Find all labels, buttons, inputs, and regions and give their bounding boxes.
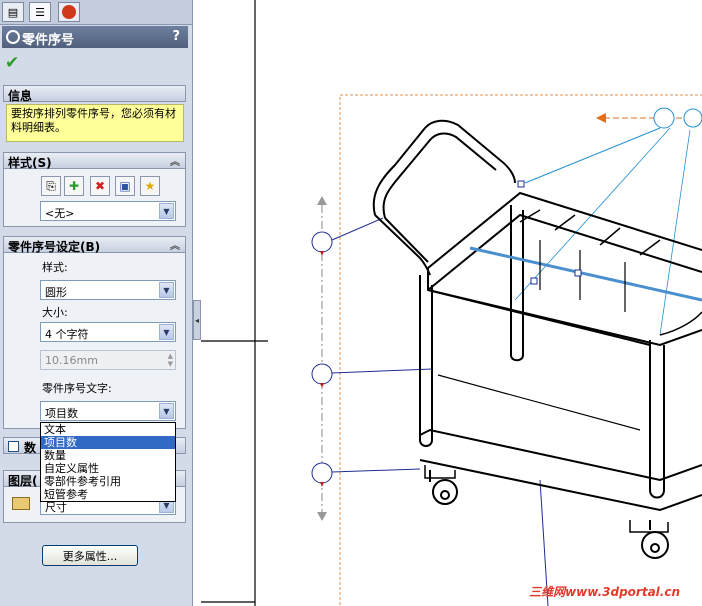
delete-style-icon[interactable]: ✖ — [90, 176, 110, 196]
cart-drawing — [372, 119, 702, 559]
balloon-top[interactable] — [514, 107, 702, 336]
style-select[interactable]: <无> ▼ — [40, 201, 176, 221]
quantity-checkbox[interactable] — [8, 441, 19, 452]
dropdown-option[interactable]: 短管参考 — [44, 488, 88, 501]
dropdown-option[interactable]: 自定义属性 — [44, 462, 99, 475]
appearance-icon — [62, 5, 76, 19]
collapse-chevron-icon[interactable]: ︽ — [170, 241, 180, 252]
dropdown-option[interactable]: 零部件参考引用 — [44, 475, 121, 488]
help-button[interactable]: ? — [172, 29, 180, 44]
spinner-arrows-icon: ▲▼ — [167, 352, 173, 368]
panel-splitter[interactable]: ◂ — [193, 300, 201, 340]
ok-button[interactable]: ✔ — [5, 53, 20, 73]
size-select[interactable]: 4 个字符 ▼ — [40, 322, 176, 342]
chevron-down-icon[interactable]: ▼ — [159, 282, 174, 298]
balloon-text-dropdown[interactable]: 文本 项目数 数量 自定义属性 零部件参考引用 短管参考 — [40, 422, 176, 502]
info-message: 要按序排列零件序号，您必须有材料明细表。 — [6, 104, 184, 142]
balloon-2[interactable] — [311, 363, 434, 388]
style-label: 样式: — [42, 261, 68, 274]
balloon-text-value: 项目数 — [45, 407, 78, 420]
balloon-text-label: 零件序号文字: — [42, 382, 112, 395]
panel-tabs: ▤ ☰ — [0, 0, 192, 25]
tree-icon: ▤ — [7, 5, 19, 19]
balloon-text-select[interactable]: 项目数 ▼ — [40, 401, 176, 421]
tab-appearance[interactable] — [58, 2, 80, 22]
style-select-value: <无> — [45, 207, 75, 220]
info-section-header[interactable]: 信息 — [3, 85, 186, 103]
add-style-icon[interactable]: ✚ — [64, 176, 84, 196]
dropdown-option-selected[interactable]: 项目数 — [41, 436, 175, 449]
dimension-value: 10.16mm — [45, 354, 98, 367]
quantity-section-title: 数 — [24, 441, 37, 455]
balloon-icon — [6, 30, 20, 44]
property-icon: ☰ — [35, 5, 45, 19]
size-select-value: 4 个字符 — [45, 328, 89, 341]
layer-select-value: 尺寸 — [45, 501, 67, 514]
balloon-settings-header[interactable]: 零件序号设定(B) ︽ — [3, 236, 186, 254]
more-properties-button[interactable]: 更多属性... — [42, 545, 138, 566]
style-section-header[interactable]: 样式(S) ︽ — [3, 152, 186, 170]
view-boundary — [339, 94, 702, 606]
layer-icon — [12, 497, 30, 510]
load-style-icon[interactable]: ⎘ — [41, 176, 61, 196]
panel-title: 零件序号 — [22, 33, 75, 48]
info-section-title: 信息 — [8, 89, 33, 103]
collapse-chevron-icon[interactable]: ︽ — [170, 157, 180, 168]
chevron-down-icon[interactable]: ▼ — [159, 203, 174, 219]
selection-handles — [517, 180, 582, 285]
chevron-down-icon[interactable]: ▼ — [159, 324, 174, 340]
layer-section-title: 图层( — [8, 474, 38, 488]
chevron-down-icon[interactable]: ▼ — [159, 403, 174, 419]
balloon-style-select[interactable]: 圆形 ▼ — [40, 280, 176, 300]
drawing-canvas[interactable] — [201, 0, 702, 606]
dropdown-option[interactable]: 数量 — [44, 449, 66, 462]
dimension-spinner: 10.16mm ▲▼ — [40, 350, 176, 370]
size-label: 大小: — [42, 306, 68, 319]
balloon-3[interactable] — [311, 462, 421, 487]
tab-property-manager[interactable]: ☰ — [29, 2, 51, 22]
save-style-icon[interactable]: ▣ — [115, 176, 135, 196]
balloon-style-value: 圆形 — [45, 286, 67, 299]
balloon-alignment-guide — [317, 196, 327, 521]
favorite-style-icon[interactable]: ★ — [140, 176, 160, 196]
balloon-1[interactable] — [311, 217, 384, 256]
tab-feature-manager[interactable]: ▤ — [2, 2, 24, 22]
style-section-title: 样式(S) — [8, 156, 52, 170]
balloon-settings-title: 零件序号设定(B) — [8, 240, 101, 254]
watermark-text: 三维网www.3dportal.cn — [529, 585, 680, 599]
leader-line — [539, 479, 549, 606]
collapse-arrow-icon: ◂ — [194, 315, 199, 325]
property-manager-panel: ▤ ☰ 零件序号 ? ✔ 信息 要按序排列零件序号，您必须有材料明细表。 样式(… — [0, 0, 193, 606]
dropdown-option[interactable]: 文本 — [44, 423, 66, 436]
panel-title-bar: 零件序号 ? — [2, 26, 188, 48]
